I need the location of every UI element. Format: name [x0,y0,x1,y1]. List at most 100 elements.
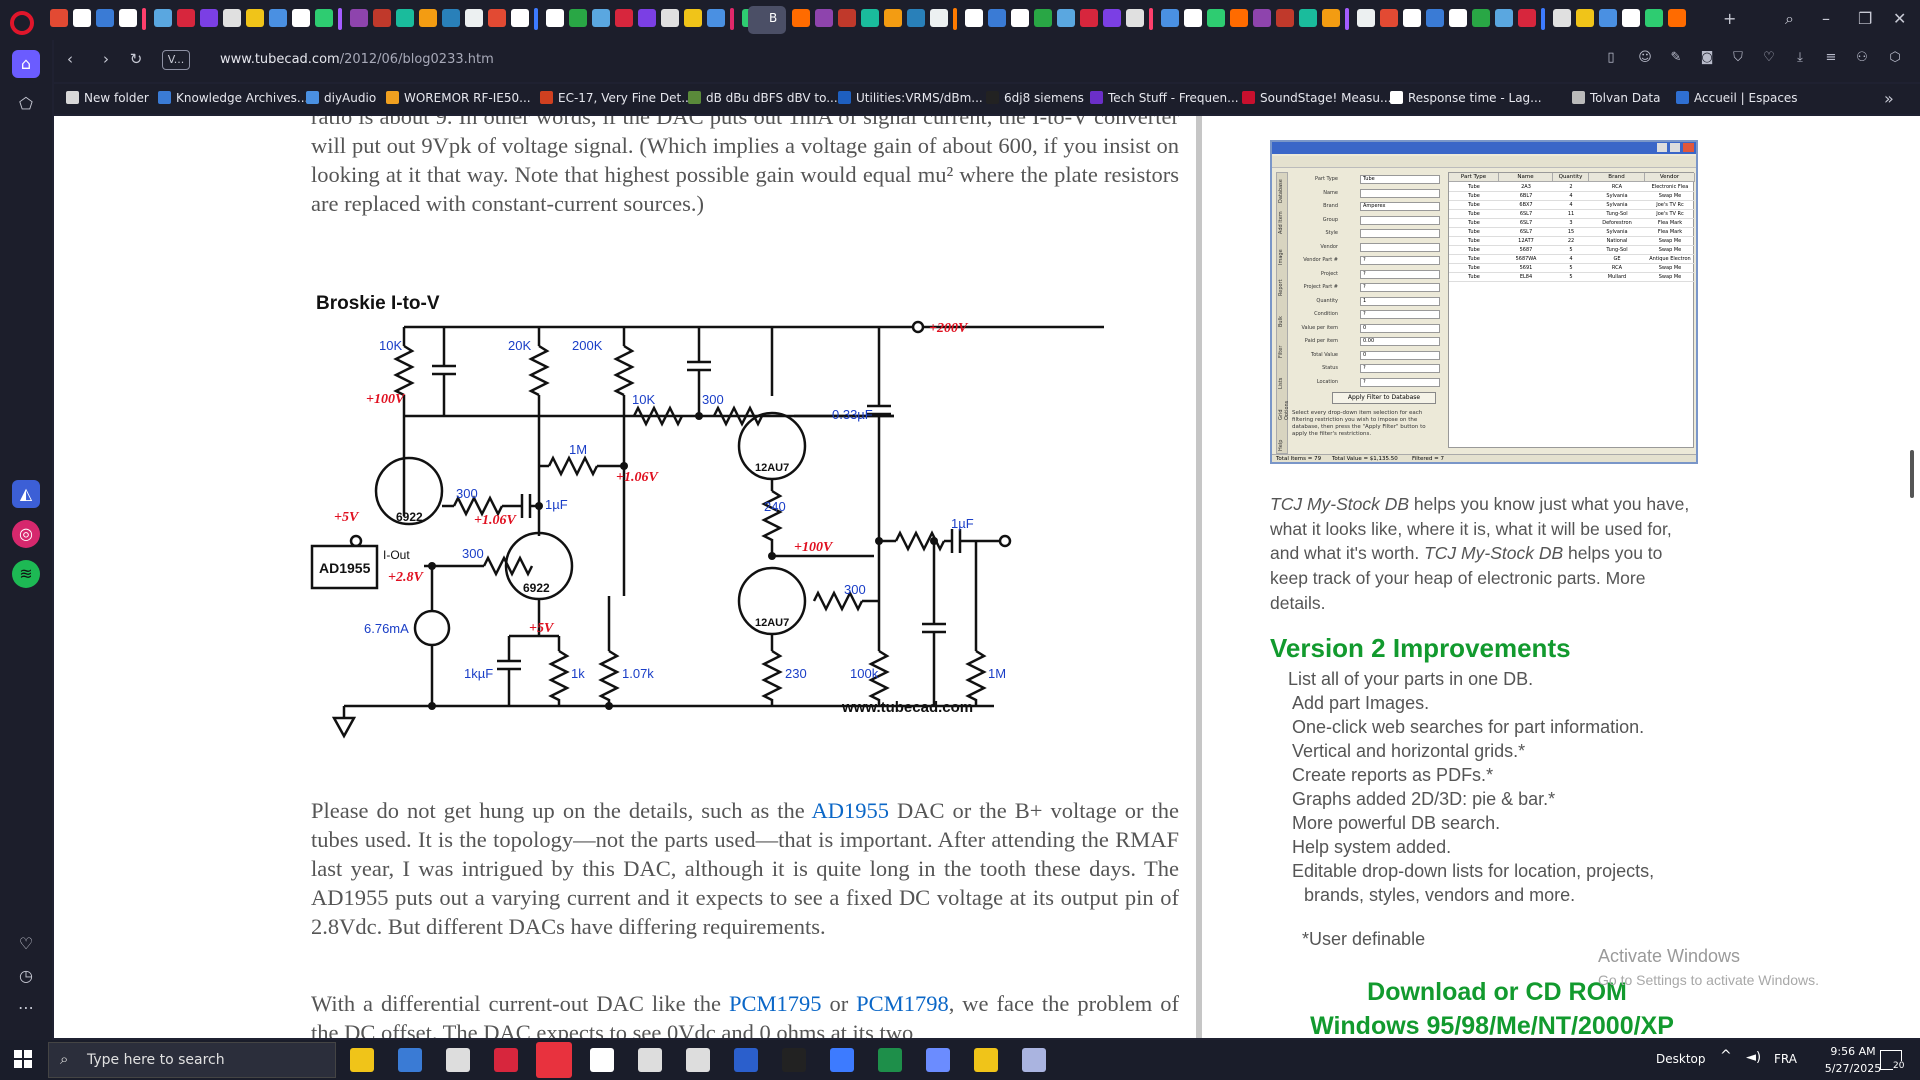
camera-icon[interactable]: ◙ [1700,50,1714,65]
tab-favicon-icon[interactable] [592,9,610,27]
excel-icon[interactable] [878,1048,902,1072]
windows-start-icon[interactable] [14,1050,32,1068]
history-icon[interactable]: ◷ [19,966,33,985]
edit-icon[interactable]: ✎ [1670,50,1682,65]
download-line-2[interactable]: Windows 95/98/Me/NT/2000/XP [1310,1012,1674,1038]
tab-favicon-icon[interactable] [1622,9,1640,27]
tab-favicon-icon[interactable] [988,9,1006,27]
notification-icon[interactable] [1880,1050,1902,1070]
taskbar-search[interactable]: Type here to search [48,1042,336,1078]
tab-favicon-icon[interactable] [884,9,902,27]
tab-favicon-icon[interactable] [1403,9,1421,27]
bookmark-item[interactable]: diyAudio [306,91,376,105]
close-icon[interactable]: ✕ [1893,9,1907,28]
bookmark-item[interactable]: Tolvan Data [1572,91,1661,105]
back-icon[interactable]: ‹ [67,50,73,68]
app-form-field[interactable]: 0 [1360,350,1440,360]
more-bookmarks-icon[interactable]: » [1884,89,1894,108]
tab-favicon-icon[interactable] [1380,9,1398,27]
tab-favicon-icon[interactable] [1080,9,1098,27]
app-side-tab[interactable]: Database [1278,179,1284,203]
tab-favicon-icon[interactable] [119,9,137,27]
app-form-field[interactable]: ? [1360,283,1440,292]
app-grid-header[interactable]: Brand [1589,173,1645,182]
tab-favicon-icon[interactable] [861,9,879,27]
tab-favicon-icon[interactable] [838,9,856,27]
bookmark-item[interactable]: EC-17, Very Fine Det... [540,91,693,105]
tab-favicon-icon[interactable] [1126,9,1144,27]
app-side-tab[interactable]: Bulk [1278,316,1284,327]
settings-icon[interactable] [638,1048,662,1072]
more-icon[interactable]: ⋯ [18,998,34,1017]
app-form-field[interactable]: ? [1360,269,1440,279]
app-grid-header[interactable]: Quantity [1553,173,1589,182]
app-icon[interactable] [686,1048,710,1072]
tab-favicon-icon[interactable] [350,9,368,27]
restore-icon[interactable]: ❐ [1858,9,1873,28]
tab-favicon-icon[interactable] [1495,9,1513,27]
tab-favicon-icon[interactable] [269,9,287,27]
tab-favicon-icon[interactable] [396,9,414,27]
reload-icon[interactable]: ↻ [129,50,143,68]
tab-favicon-icon[interactable] [534,8,538,30]
app-form-field[interactable]: ? [1360,310,1440,319]
tab-favicon-icon[interactable] [1207,9,1225,27]
tab-favicon-icon[interactable] [1103,9,1121,27]
app-side-tab[interactable]: Image [1278,249,1284,265]
tab-favicon-icon[interactable] [1253,9,1271,27]
tab-active[interactable]: B [748,6,786,34]
tab-favicon-icon[interactable] [73,9,91,27]
app-icon[interactable] [974,1048,998,1072]
tab-favicon-icon[interactable] [1184,9,1202,27]
app-side-tab[interactable]: Add Item [1278,211,1284,234]
tab-favicon-icon[interactable] [661,9,679,27]
app-icon[interactable] [782,1048,806,1072]
tab-favicon-icon[interactable] [1230,9,1248,27]
page-scrollbar[interactable] [1906,116,1920,1038]
pcm1795-link[interactable]: PCM1795 [728,991,822,1016]
app-side-tab[interactable]: Filter [1278,345,1284,358]
emoji-icon[interactable]: ☺ [1638,50,1652,65]
app-grid-header[interactable]: Vendor [1645,173,1695,182]
app-form-field[interactable]: 0 [1360,323,1440,333]
tab-favicon-icon[interactable] [1472,9,1490,27]
app-grid-header[interactable]: Name [1499,173,1553,182]
tab-favicon-icon[interactable] [1034,9,1052,27]
profile-icon[interactable]: ⚇ [1856,50,1868,65]
instagram-icon[interactable]: ◎ [12,520,40,548]
bookmark-item[interactable]: SoundStage! Measu... [1242,91,1391,105]
tab-favicon-icon[interactable] [50,9,68,27]
app-icon[interactable] [926,1048,950,1072]
app-grid-header[interactable]: Part Type [1449,173,1499,182]
app-form-field[interactable]: ? [1360,256,1440,265]
tab-favicon-icon[interactable] [815,9,833,27]
app-form-field[interactable]: ? [1360,377,1440,387]
bookmark-item[interactable]: 6dj8 siemens [986,91,1084,105]
tab-favicon-icon[interactable] [223,9,241,27]
app-side-tab[interactable]: Help [1278,439,1284,451]
box-icon[interactable]: ⬡ [1889,50,1901,65]
tab-favicon-icon[interactable] [546,9,564,27]
tab-favicon-icon[interactable] [338,8,342,30]
url-field[interactable]: www.tubecad.com/2012/06/blog0233.htm [220,52,494,67]
bookmark-item[interactable]: Knowledge Archives... [158,91,308,105]
bookmark-item[interactable]: WOREMOR RF-IE50... [386,91,531,105]
app-icon[interactable] [494,1048,518,1072]
tab-favicon-icon[interactable] [684,9,702,27]
clock-date[interactable]: 5/27/2025 [1824,1062,1882,1075]
tab-favicon-icon[interactable] [965,9,983,27]
tab-favicon-icon[interactable] [638,9,656,27]
tab-favicon-icon[interactable] [142,8,146,30]
pin-icon[interactable]: ⬠ [19,94,33,113]
aria-icon[interactable]: ◭ [12,480,40,508]
menu-icon[interactable]: ≡ [1825,50,1837,65]
favorites-icon[interactable]: ♡ [18,934,34,953]
tab-favicon-icon[interactable] [200,9,218,27]
app-form-field[interactable]: 1 [1360,296,1440,306]
heart-icon[interactable]: ♡ [1763,50,1775,65]
opera-logo-icon[interactable] [10,11,34,35]
tab-favicon-icon[interactable] [1276,9,1294,27]
mail-icon[interactable] [398,1048,422,1072]
word-icon[interactable] [734,1048,758,1072]
tab-favicon-icon[interactable] [1576,9,1594,27]
